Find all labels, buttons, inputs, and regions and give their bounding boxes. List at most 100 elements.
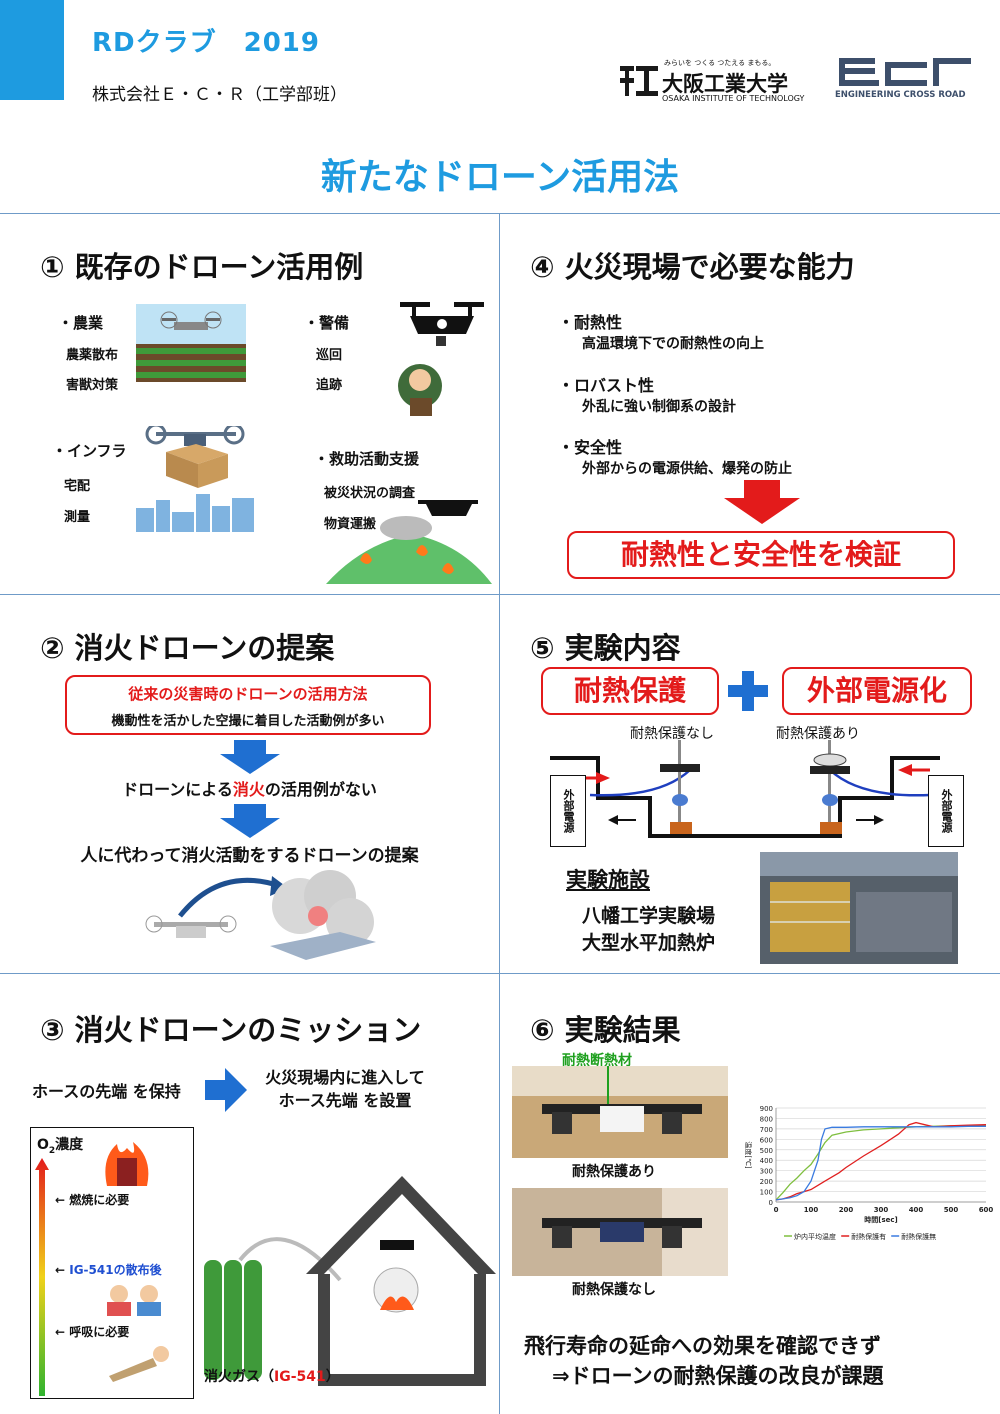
breath-label: ← 呼吸に必要 — [55, 1325, 130, 1339]
divider-mid2 — [0, 973, 1000, 974]
chart-legend: 炉内平均温度耐熱保護有耐熱保護無 — [784, 1232, 936, 1241]
s2-line2: 人に代わって消火活動をするドローンの提案 — [80, 846, 419, 866]
chart-xlabel: 時間[sec] — [864, 1215, 897, 1224]
s4-conclusion: 耐熱性と安全性を検証 — [567, 531, 955, 579]
guard-label: ・警備 — [304, 314, 350, 332]
s2-line1-a: ドローンによる — [122, 780, 233, 799]
after-text-a: IG-541 — [69, 1263, 114, 1277]
agri-label: ・農業 — [58, 314, 104, 332]
down-arrow-icon — [220, 804, 280, 838]
ability-desc: 外乱に強い制御系の設計 — [582, 399, 736, 415]
divider-mid1 — [0, 594, 1000, 595]
photo-with-protection — [512, 1066, 728, 1158]
agri-item: 害獣対策 — [66, 378, 119, 393]
section-6-title: ⑥ 実験結果 — [530, 1013, 681, 1047]
label-no-protection: 耐熱保護なし — [630, 726, 714, 742]
oit-name: 大阪工業大学 — [662, 72, 788, 96]
s2-box-title: 従来の災害時のドローンの活用方法 — [128, 685, 368, 703]
oit-logo: みらいを つくる つたえる まもる。 大阪工業大学 OSAKA INSTITUT… — [618, 56, 808, 106]
s6-conclusion-line2: ⇒ドローンの耐熱保護の改良が課題 — [552, 1364, 884, 1388]
infra-label: ・インフラ — [52, 442, 127, 460]
agri-item: 農薬散布 — [66, 348, 119, 363]
down-arrow-icon — [220, 740, 280, 774]
plus-icon — [728, 671, 768, 711]
chart-xtick-label: 500 — [944, 1206, 959, 1214]
people-icon — [107, 1285, 161, 1316]
chart-ytick-label: 800 — [760, 1115, 773, 1123]
label-with-protection: 耐熱保護あり — [776, 726, 860, 742]
guard-item: 巡回 — [316, 348, 343, 363]
chart-ytick-label: 100 — [760, 1189, 773, 1197]
rescue-drone-illustration — [326, 500, 492, 584]
o2-symbol: O — [37, 1137, 49, 1153]
facility-title: 実験施設 — [566, 868, 650, 892]
breath-text: 呼吸に必要 — [69, 1325, 130, 1339]
fire-building-icon — [105, 1142, 149, 1186]
infra-drone-illustration — [136, 426, 254, 532]
gas-house-illustration — [204, 1176, 496, 1386]
guard-item: 追跡 — [316, 378, 343, 393]
s2-box-desc: 機動性を活かした空撮に着目した活動例が多い — [111, 714, 385, 729]
facility-item: 八幡工学実験場 — [582, 905, 716, 927]
infra-item: 宅配 — [64, 479, 91, 494]
s2-line1-b: 消火 — [232, 780, 265, 799]
ecr-logo-mark — [839, 58, 971, 86]
section-2-title: ② 消火ドローンの提案 — [40, 631, 335, 665]
company-name: 株式会社Ｅ・Ｃ・Ｒ（工学部班） — [92, 85, 347, 105]
gradient-arrow — [35, 1158, 49, 1396]
chart-ytick-label: 200 — [760, 1178, 773, 1186]
chart-series-line — [775, 1124, 987, 1201]
chart-ylabel: 温度[℃] — [744, 1141, 753, 1169]
fallen-person-icon — [109, 1346, 169, 1382]
burn-text: 燃焼に必要 — [69, 1193, 130, 1207]
o2-subscript: 2 — [48, 1145, 56, 1156]
external-power-left: 外部電源 — [550, 775, 586, 847]
s2-line1-c: の活用例がない — [264, 780, 377, 799]
oit-tagline: みらいを つくる つたえる まもる。 — [664, 59, 776, 67]
gas-label: 消火ガス（IG-541） — [204, 1366, 340, 1386]
chart-ytick-label: 500 — [760, 1147, 773, 1155]
facility-item: 大型水平加熱炉 — [582, 932, 716, 954]
mission-right-line: ホース先端 を設置 — [278, 1091, 412, 1110]
s2-line1: ドローンによる消火の活用例がない — [0, 776, 499, 800]
chart-ytick-label: 900 — [760, 1105, 773, 1113]
mission-right-line: 火災現場内に進入して — [265, 1068, 425, 1087]
photo2-caption: 耐熱保護なし — [572, 1282, 656, 1298]
infra-item: 測量 — [64, 510, 91, 525]
chart-ytick-label: 600 — [760, 1136, 773, 1144]
photo1-caption: 耐熱保護あり — [572, 1164, 656, 1180]
s2-info-box: 従来の災害時のドローンの活用方法 機動性を活かした空撮に着目した活動例が多い — [65, 675, 431, 735]
mission-right: 火災現場内に進入して ホース先端 を設置 — [250, 1066, 440, 1112]
oit-logo-mark — [620, 66, 658, 96]
rescue-item: 被災状況の調査 — [324, 486, 416, 501]
ability-desc: 高温環境下での耐熱性の向上 — [582, 336, 764, 352]
fire-drone-illustration — [145, 870, 376, 960]
chart-xtick-label: 300 — [874, 1206, 889, 1214]
gas-text-c: ） — [325, 1369, 340, 1385]
section-1-title: ① 既存のドローン活用例 — [40, 250, 364, 284]
rescue-item: 物資運搬 — [324, 517, 377, 532]
oit-english: OSAKA INSTITUTE OF TECHNOLOGY — [662, 94, 805, 103]
section-5-title: ⑤ 実験内容 — [530, 631, 681, 665]
mission-left: ホースの先端 を保持 — [32, 1082, 181, 1101]
down-arrow-icon — [724, 480, 800, 524]
burn-label: ← 燃焼に必要 — [55, 1193, 130, 1207]
gas-text-a: 消火ガス（ — [204, 1369, 274, 1385]
ecr-english: ENGINEERING CROSS ROAD — [835, 90, 966, 100]
ability-label: ・安全性 — [558, 438, 623, 457]
ability-label: ・ロバスト性 — [558, 376, 655, 395]
material-label: 耐熱断熱材 — [562, 1053, 632, 1069]
club-title: RDクラブ 2019 — [92, 28, 320, 58]
right-arrow-icon — [205, 1068, 247, 1112]
chart-ytick-label: 400 — [760, 1157, 773, 1165]
o2-concentration: 濃度 — [55, 1137, 84, 1153]
chart-ytick-label: 700 — [760, 1126, 773, 1134]
page-title: 新たなドローン活用法 — [320, 157, 680, 198]
chart-legend-label: 炉内平均温度 — [794, 1232, 836, 1241]
gas-text-b: IG-541 — [274, 1369, 326, 1385]
ability-desc: 外部からの電源供給、爆発の防止 — [582, 461, 792, 477]
guard-drone-illustration — [398, 302, 484, 416]
s5-box-power: 外部電源化 — [782, 667, 972, 715]
